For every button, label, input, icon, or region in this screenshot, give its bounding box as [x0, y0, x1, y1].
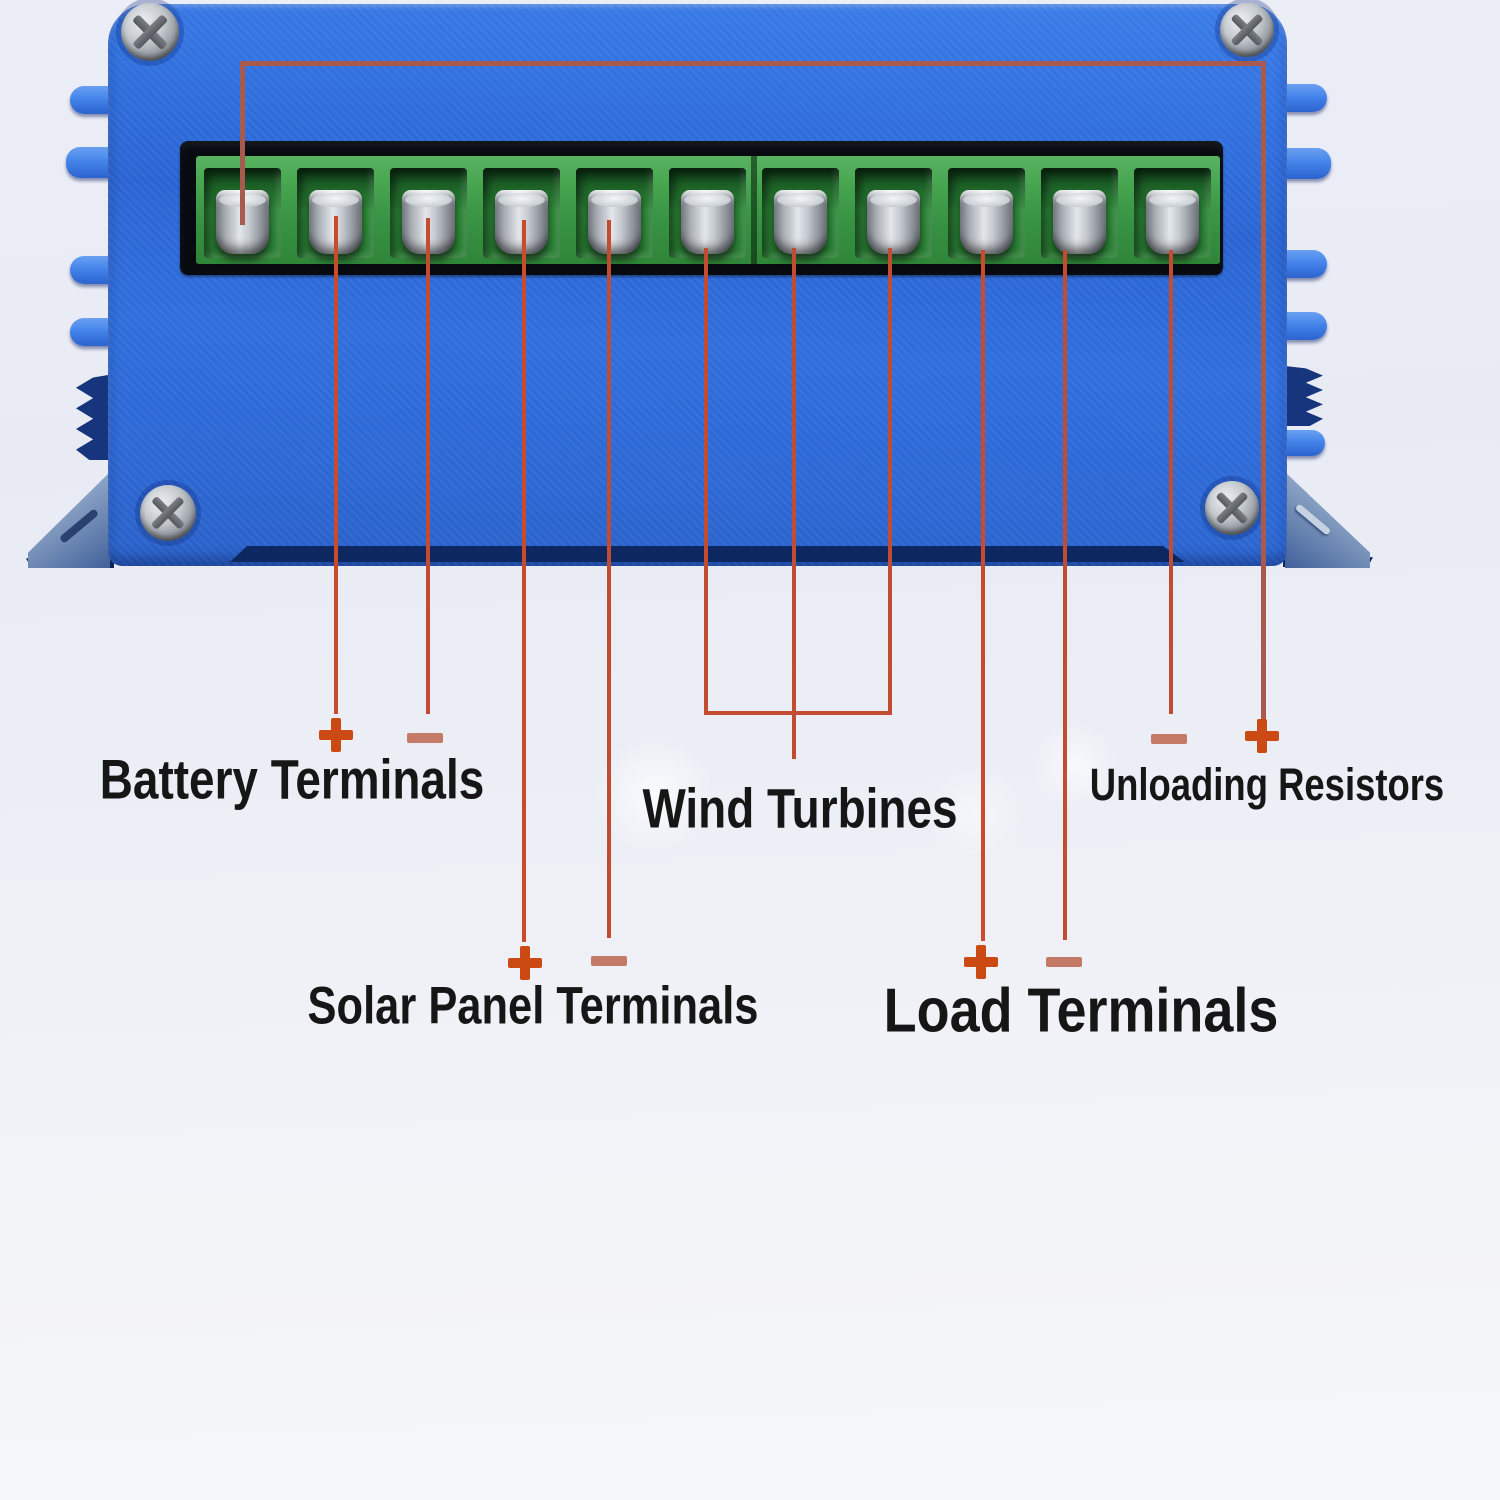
line-load-negative	[1063, 250, 1067, 940]
terminal-block-seam	[751, 156, 757, 264]
terminal-cell	[941, 156, 1032, 264]
solar-panel-terminals-label: Solar Panel Terminals	[307, 976, 759, 1036]
corner-screw	[140, 485, 196, 541]
line-load-positive	[981, 250, 985, 941]
line-unloading-negative	[1169, 250, 1173, 714]
terminal-cell	[1127, 156, 1218, 264]
terminal-cell	[848, 156, 939, 264]
mounting-flange-right	[1285, 472, 1370, 568]
unloading-negative-sign	[1151, 734, 1187, 744]
terminal-screw	[1146, 190, 1199, 254]
line-wind-phase2	[792, 248, 796, 759]
line-wind-phase3	[888, 248, 892, 715]
terminal-cell	[755, 156, 846, 264]
corner-screw	[1205, 481, 1259, 535]
corner-screw	[121, 3, 179, 61]
terminal-screw	[495, 190, 548, 254]
heatsink-fin	[70, 86, 114, 114]
image-artifact	[1030, 725, 1120, 805]
terminal-strip	[196, 156, 1220, 264]
solar-negative-sign	[591, 956, 627, 966]
heatsink-fin	[1285, 250, 1327, 278]
line-unloading-positive-down	[1261, 61, 1266, 728]
terminal-cell	[476, 156, 567, 264]
terminal-screw	[774, 190, 827, 254]
terminal-screw	[1053, 190, 1106, 254]
load-terminals-label: Load Terminals	[883, 976, 1279, 1046]
heatsink-fin	[66, 147, 114, 178]
battery-positive-sign	[319, 718, 353, 752]
controller-body	[108, 4, 1287, 566]
heatsink-fin	[1285, 148, 1331, 179]
load-negative-sign	[1046, 957, 1082, 967]
wind-turbines-label: Wind Turbines	[642, 776, 958, 840]
corner-screw	[1220, 3, 1274, 57]
terminal-screw	[960, 190, 1013, 254]
line-wind-bridge	[704, 711, 892, 715]
line-unloading-positive-top	[240, 61, 1266, 66]
line-solar-positive	[522, 220, 526, 942]
terminal-cell	[662, 156, 753, 264]
mounting-flange-left	[28, 472, 110, 568]
terminal-screw	[681, 190, 734, 254]
line-unloading-positive-up	[240, 61, 245, 225]
heatsink-fin	[70, 256, 114, 284]
image-artifact	[920, 770, 1030, 860]
heatsink-fin	[1285, 430, 1325, 456]
unloading-positive-sign	[1245, 719, 1279, 753]
line-battery-positive	[334, 216, 338, 714]
heatsink-fin-serration	[1285, 366, 1323, 426]
line-battery-negative	[426, 218, 430, 714]
heatsink-fin	[1285, 312, 1327, 340]
heatsink-fin	[70, 318, 114, 346]
terminal-cell	[1034, 156, 1125, 264]
terminal-cell	[569, 156, 660, 264]
line-solar-negative	[607, 220, 611, 938]
unloading-resistors-label: Unloading Resistors	[1089, 759, 1445, 810]
terminal-screw	[867, 190, 920, 254]
battery-terminals-label: Battery Terminals	[99, 747, 485, 811]
image-artifact	[590, 740, 720, 850]
heatsink-fin	[1285, 84, 1327, 112]
terminal-screw	[588, 190, 641, 254]
solar-positive-sign	[508, 946, 542, 980]
load-positive-sign	[964, 945, 998, 979]
battery-negative-sign	[407, 733, 443, 743]
line-wind-phase1	[704, 248, 708, 715]
